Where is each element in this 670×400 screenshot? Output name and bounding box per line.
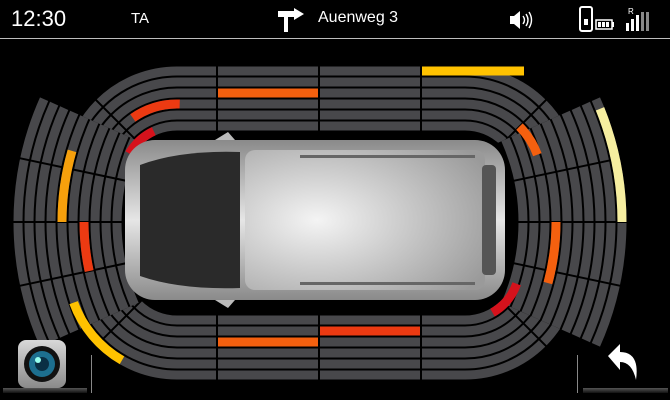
sensor-zone-rear-left-corner bbox=[69, 300, 125, 365]
shelf bbox=[3, 388, 87, 393]
sensor-zone-right-side-rear bbox=[543, 221, 561, 285]
shelf bbox=[583, 388, 668, 393]
divider bbox=[505, 156, 624, 184]
signal-bars-icon: R bbox=[626, 7, 649, 31]
back-arrow-icon bbox=[608, 344, 637, 380]
battery-icon bbox=[595, 19, 614, 30]
speaker-icon[interactable] bbox=[508, 9, 536, 31]
sensor-highlights bbox=[57, 66, 627, 365]
roaming-label: R bbox=[628, 7, 634, 16]
sensor-zone-front-left-corner-far bbox=[130, 99, 180, 122]
camera-icon bbox=[24, 346, 60, 382]
status-bar: 12:30 TA Auenweg 3 R bbox=[0, 0, 670, 39]
back-button[interactable] bbox=[600, 340, 648, 388]
clock: 12:30 bbox=[11, 6, 67, 31]
sensor-zone-left-side-front bbox=[79, 221, 94, 273]
sensor-zone-rear-right-corner bbox=[490, 282, 521, 317]
divider bbox=[499, 96, 550, 147]
sensor-zone-front-right-corner bbox=[516, 123, 542, 157]
divider bbox=[92, 96, 143, 147]
divider bbox=[16, 260, 135, 288]
traffic-announcement-indicator[interactable]: TA bbox=[131, 10, 150, 27]
divider bbox=[499, 299, 550, 350]
divider bbox=[505, 260, 624, 288]
divider bbox=[577, 355, 578, 393]
sensor-zone-left-side-rear bbox=[57, 149, 77, 223]
vehicle-top-view bbox=[125, 132, 505, 308]
turn-right-arrow-icon bbox=[278, 8, 304, 32]
sensor-zone-right-side-front bbox=[595, 107, 627, 223]
navigation-street[interactable]: Auenweg 3 bbox=[318, 9, 399, 26]
phone-icon bbox=[579, 6, 614, 32]
camera-button[interactable] bbox=[18, 340, 66, 388]
sensor-zone-front-left-corner-near bbox=[125, 127, 156, 156]
divider bbox=[91, 355, 92, 393]
divider bbox=[16, 156, 135, 184]
